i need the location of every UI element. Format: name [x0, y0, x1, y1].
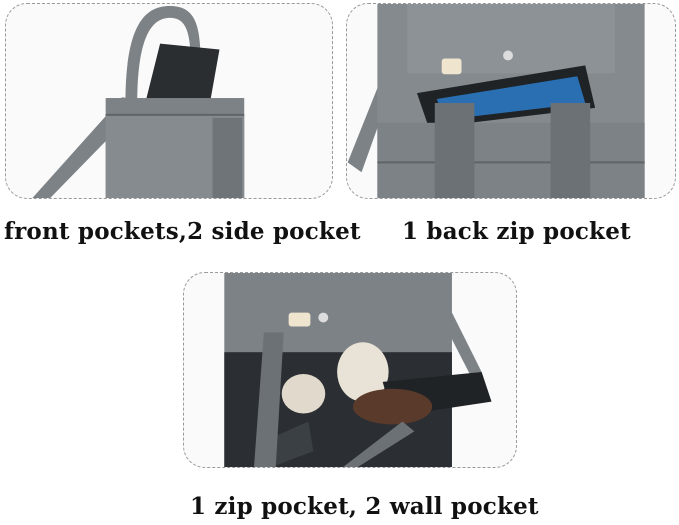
snap-button	[318, 312, 329, 323]
brown-pouch	[352, 388, 433, 425]
bag-handle	[125, 5, 201, 103]
bag-inside-illustration	[224, 273, 492, 467]
caption-front-pockets: front pockets,2 side pocket	[4, 218, 361, 245]
bag-back-illustration	[347, 4, 645, 198]
handle-right	[550, 102, 591, 198]
photo-back-zip-pocket	[346, 3, 676, 199]
leather-tab	[288, 312, 311, 327]
handle-right	[343, 421, 415, 467]
leather-tab	[441, 58, 462, 75]
snap-button	[503, 50, 513, 61]
side-pocket	[212, 117, 243, 198]
photo-inside-pockets	[183, 272, 517, 468]
caption-inside-pockets: 1 zip pocket, 2 wall pocket	[190, 493, 539, 520]
caption-back-zip-pocket: 1 back zip pocket	[402, 218, 631, 245]
bag-flap	[407, 4, 615, 74]
handle-left	[434, 102, 475, 198]
headphones	[337, 342, 389, 402]
handle-left	[253, 332, 284, 467]
bag-front-illustration	[32, 5, 245, 198]
photo-front-pockets	[5, 3, 333, 199]
